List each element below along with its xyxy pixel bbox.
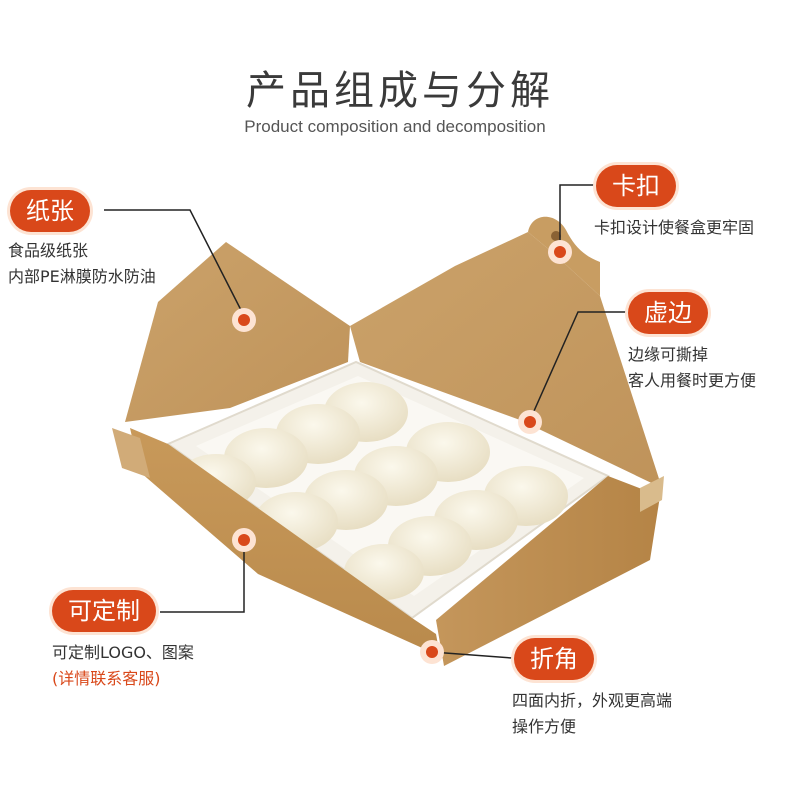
paper-badge: 纸张 bbox=[10, 190, 90, 232]
edge-desc-line-2: 客人用餐时更方便 bbox=[628, 371, 757, 390]
custom-desc-note: (详情联系客服) bbox=[52, 669, 161, 688]
box-front-wall bbox=[436, 476, 660, 666]
marker-dots bbox=[232, 240, 572, 664]
clasp-description: 卡扣设计使餐盒更牢固 bbox=[594, 215, 754, 241]
edge-desc-line-1: 边缘可撕掉 bbox=[628, 345, 709, 364]
custom-badge: 可定制 bbox=[52, 590, 156, 632]
fold-badge: 折角 bbox=[514, 638, 594, 680]
fold-desc-line-2: 操作方便 bbox=[512, 717, 577, 736]
paper-desc-line-1: 食品级纸张 bbox=[8, 241, 89, 260]
edge-description: 边缘可撕掉 客人用餐时更方便 bbox=[628, 342, 756, 394]
lid-flap-left bbox=[125, 242, 350, 422]
fold-description: 四面内折，外观更高端 操作方便 bbox=[512, 688, 672, 740]
edge-badge: 虚边 bbox=[628, 292, 708, 334]
box-side-strip bbox=[112, 428, 150, 478]
page-title: 产品组成与分解 bbox=[246, 68, 554, 114]
custom-description: 可定制LOGO、图案 (详情联系客服) bbox=[52, 640, 194, 692]
lid-flap-right bbox=[350, 232, 662, 488]
box-left-wall bbox=[130, 428, 440, 656]
fold-desc-line-1: 四面内折，外观更高端 bbox=[512, 691, 673, 710]
page-subtitle: Product composition and decomposition bbox=[244, 117, 546, 136]
dumplings bbox=[176, 382, 568, 600]
paper-description: 食品级纸张 内部PE淋膜防水防油 bbox=[8, 238, 156, 290]
clasp-desc-line-1: 卡扣设计使餐盒更牢固 bbox=[594, 218, 755, 237]
clasp-badge: 卡扣 bbox=[596, 165, 676, 207]
custom-desc-line-1: 可定制LOGO、图案 bbox=[52, 643, 194, 662]
paper-desc-line-2: 内部PE淋膜防水防油 bbox=[8, 267, 156, 286]
